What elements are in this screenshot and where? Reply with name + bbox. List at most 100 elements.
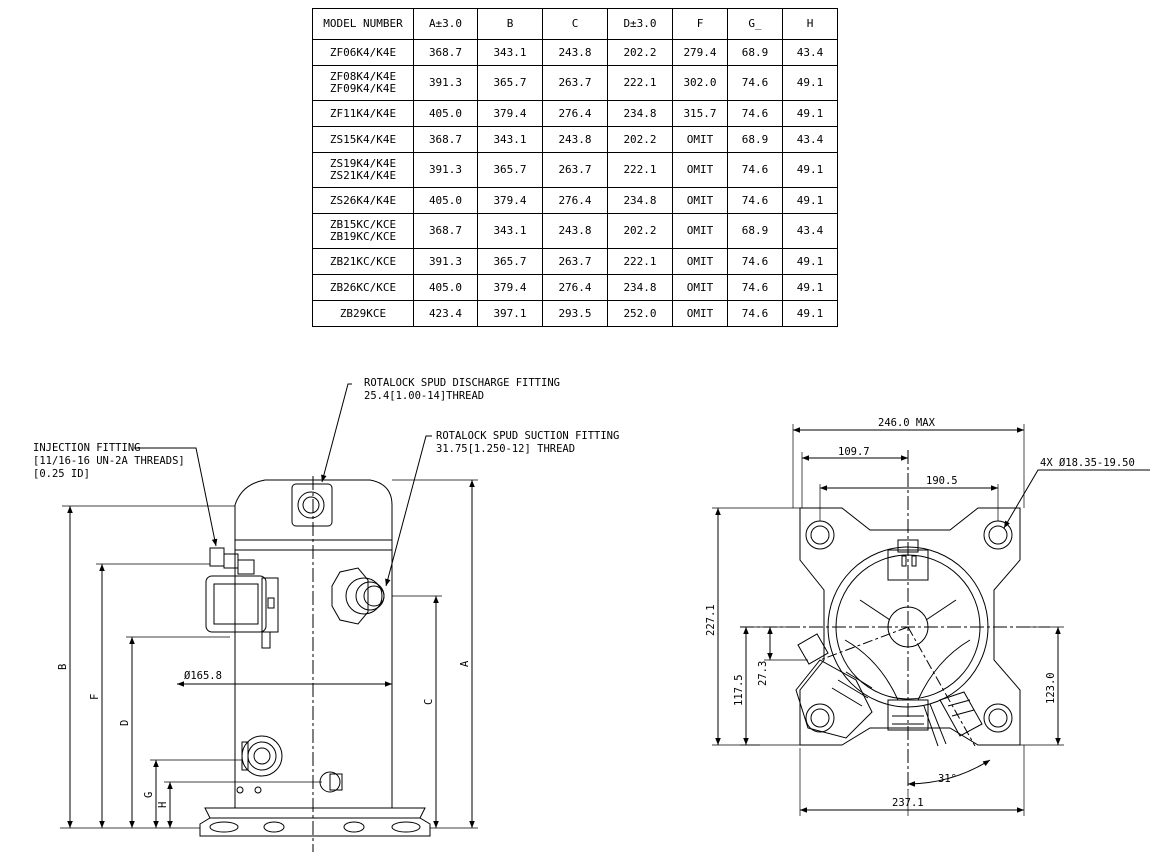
cell-model: ZS19K4/K4E ZS21K4/K4E <box>312 152 414 188</box>
dim-h-label: H <box>157 802 169 808</box>
table-row: ZF11K4/K4E 405.0 379.4 276.4 234.8 315.7… <box>312 100 838 127</box>
holes-label: 4X Ø18.35-19.50 <box>1040 457 1135 469</box>
table-row: ZF06K4/K4E 368.7 343.1 243.8 202.2 279.4… <box>312 39 838 66</box>
cell-h: 49.1 <box>782 65 838 101</box>
cell-c: 243.8 <box>542 126 608 153</box>
header-g: G_ <box>727 8 783 40</box>
table-row: ZF08K4/K4E ZF09K4/K4E 391.3 365.7 263.7 … <box>312 65 838 101</box>
mounting-hole <box>983 520 1013 550</box>
cell-c: 276.4 <box>542 187 608 214</box>
discharge-leader <box>321 383 352 483</box>
cell-g: 74.6 <box>727 65 783 101</box>
header-h: H <box>782 8 838 40</box>
cell-h: 49.1 <box>782 300 838 327</box>
cell-a: 405.0 <box>413 187 478 214</box>
cell-h: 43.4 <box>782 126 838 153</box>
dim-227-1-label: 227.1 <box>705 604 717 636</box>
cell-model: ZB26KC/KCE <box>312 274 414 301</box>
cell-g: 68.9 <box>727 126 783 153</box>
side-view <box>60 383 478 852</box>
angle-arc <box>907 759 991 787</box>
discharge-fitting <box>291 483 333 527</box>
top-view <box>712 424 1150 816</box>
cell-g: 74.6 <box>727 187 783 214</box>
injection-label-1: INJECTION FITTING <box>33 442 140 454</box>
cell-b: 379.4 <box>477 187 543 214</box>
suction-leader <box>385 435 432 587</box>
cell-f: OMIT <box>672 248 728 275</box>
cell-g: 68.9 <box>727 213 783 249</box>
mounting-hole <box>983 703 1013 733</box>
cell-d: 234.8 <box>607 274 673 301</box>
header-a: A±3.0 <box>413 8 478 40</box>
cell-f: 302.0 <box>672 65 728 101</box>
lower-fitting <box>241 735 283 777</box>
cell-model: ZS26K4/K4E <box>312 187 414 214</box>
cell-g: 74.6 <box>727 248 783 275</box>
cell-f: OMIT <box>672 300 728 327</box>
cell-c: 263.7 <box>542 65 608 101</box>
cell-d: 202.2 <box>607 213 673 249</box>
dim-117-5-label: 117.5 <box>733 674 745 706</box>
cell-a: 423.4 <box>413 300 478 327</box>
header-d: D±3.0 <box>607 8 673 40</box>
cell-model: ZB15KC/KCE ZB19KC/KCE <box>312 213 414 249</box>
header-c: C <box>542 8 608 40</box>
cell-b: 343.1 <box>477 39 543 66</box>
table-row: ZB21KC/KCE 391.3 365.7 263.7 222.1 OMIT … <box>312 248 838 275</box>
cell-model: ZB29KCE <box>312 300 414 327</box>
cell-a: 368.7 <box>413 213 478 249</box>
dim-237-1-label: 237.1 <box>892 797 924 809</box>
cell-b: 343.1 <box>477 126 543 153</box>
cell-a: 368.7 <box>413 39 478 66</box>
cell-d: 202.2 <box>607 39 673 66</box>
mounting-hole <box>805 703 835 733</box>
cell-g: 68.9 <box>727 39 783 66</box>
header-model-number: MODEL NUMBER <box>312 8 414 40</box>
table-header-row: MODEL NUMBER A±3.0 B C D±3.0 F G_ H <box>312 8 838 40</box>
mounting-hole <box>805 520 835 550</box>
discharge-label-2: 25.4[1.00-14]THREAD <box>364 390 484 402</box>
cell-g: 74.6 <box>727 274 783 301</box>
dim-109-7-label: 109.7 <box>838 446 870 458</box>
cell-model: ZF11K4/K4E <box>312 100 414 127</box>
diameter-label: Ø165.8 <box>184 670 222 682</box>
cell-model: ZB21KC/KCE <box>312 248 414 275</box>
cell-d: 222.1 <box>607 65 673 101</box>
table-row: ZB29KCE 423.4 397.1 293.5 252.0 OMIT 74.… <box>312 300 838 327</box>
top-view-labels: 246.0 MAX 109.7 190.5 4X Ø18.35-19.50 22… <box>705 417 1135 809</box>
cell-b: 397.1 <box>477 300 543 327</box>
cell-h: 49.1 <box>782 274 838 301</box>
table-row: ZS19K4/K4E ZS21K4/K4E 391.3 365.7 263.7 … <box>312 152 838 188</box>
dim-c-label: C <box>423 699 435 705</box>
cell-g: 74.6 <box>727 100 783 127</box>
holes-leader <box>1003 469 1150 529</box>
dim-27-3-label: 27.3 <box>757 661 769 686</box>
top-suction-fitting <box>923 691 983 747</box>
cell-d: 234.8 <box>607 100 673 127</box>
suction-label-2: 31.75[1.250-12] THREAD <box>436 443 575 455</box>
cell-h: 49.1 <box>782 248 838 275</box>
cell-b: 379.4 <box>477 274 543 301</box>
cell-h: 43.4 <box>782 39 838 66</box>
table-row: ZB15KC/KCE ZB19KC/KCE 368.7 343.1 243.8 … <box>312 213 838 249</box>
cell-b: 365.7 <box>477 65 543 101</box>
injection-fitting <box>205 547 279 649</box>
discharge-label-1: ROTALOCK SPUD DISCHARGE FITTING <box>364 377 560 389</box>
cell-b: 365.7 <box>477 248 543 275</box>
angle-label: 31° <box>938 773 957 785</box>
suction-fitting <box>331 567 385 625</box>
dimension-table: MODEL NUMBER A±3.0 B C D±3.0 F G_ H ZF06… <box>312 8 838 327</box>
dim-246-label: 246.0 MAX <box>878 417 936 429</box>
suction-label-1: ROTALOCK SPUD SUCTION FITTING <box>436 430 619 442</box>
cell-c: 263.7 <box>542 152 608 188</box>
table-row: ZB26KC/KCE 405.0 379.4 276.4 234.8 OMIT … <box>312 274 838 301</box>
cell-a: 405.0 <box>413 274 478 301</box>
injection-leader <box>134 447 218 547</box>
oil-fitting <box>236 771 343 794</box>
side-view-labels: ROTALOCK SPUD DISCHARGE FITTING 25.4[1.0… <box>33 377 619 808</box>
cell-d: 252.0 <box>607 300 673 327</box>
cell-g: 74.6 <box>727 300 783 327</box>
injection-label-3: [0.25 ID] <box>33 468 90 480</box>
